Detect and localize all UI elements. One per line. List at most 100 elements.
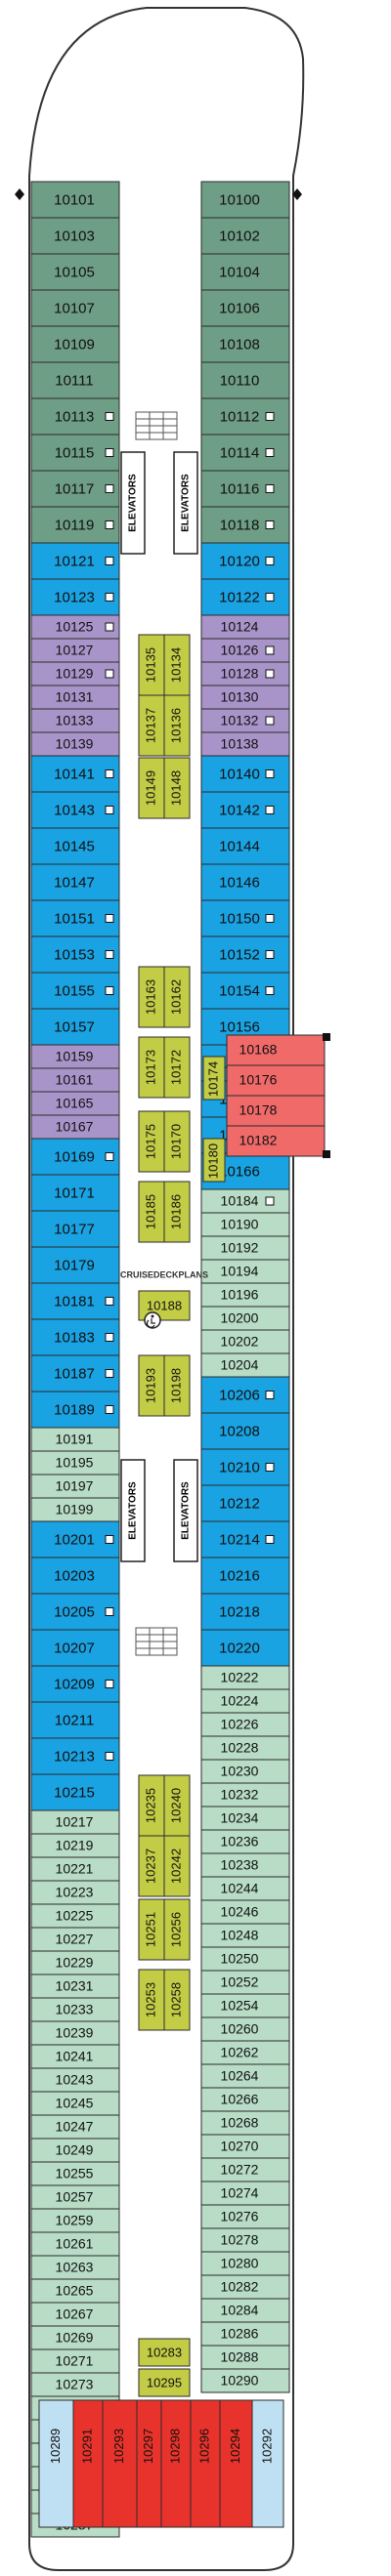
starboard-cabin-10204[interactable]: 10204 [200,1352,290,1378]
aft-suite-10292[interactable]: 10292 [251,2399,284,2528]
port-cabin-10145[interactable]: 10145 [30,827,120,865]
port-cabin-10197[interactable]: 10197 [30,1474,120,1499]
penthouse-suite-10178[interactable]: 10178 [226,1095,326,1127]
starboard-cabin-10138[interactable]: 10138 [200,731,290,757]
starboard-cabin-10264[interactable]: 10264 [200,2063,290,2089]
port-cabin-10243[interactable]: 10243 [30,2067,120,2093]
veranda-suite-10180[interactable]: 10180 [202,1138,226,1183]
starboard-cabin-10226[interactable]: 10226 [200,1712,290,1737]
starboard-cabin-10222[interactable]: 10222 [200,1665,290,1690]
port-cabin-10147[interactable]: 10147 [30,863,120,901]
port-cabin-10131[interactable]: 10131 [30,685,120,710]
port-cabin-10219[interactable]: 10219 [30,1833,120,1858]
aft-suite-10296[interactable]: 10296 [190,2399,221,2528]
port-cabin-10125[interactable]: 10125 [30,614,120,640]
port-cabin-10239[interactable]: 10239 [30,2020,120,2046]
port-cabin-10187[interactable]: 10187 [30,1354,120,1392]
starboard-cabin-10144[interactable]: 10144 [200,827,290,865]
aft-suite-10298[interactable]: 10298 [160,2399,192,2528]
aft-suite-10294[interactable]: 10294 [219,2399,253,2528]
port-cabin-10225[interactable]: 10225 [30,1903,120,1929]
starboard-cabin-10128[interactable]: 10128 [200,661,290,686]
port-cabin-10129[interactable]: 10129 [30,661,120,686]
starboard-cabin-10228[interactable]: 10228 [200,1735,290,1761]
starboard-cabin-10254[interactable]: 10254 [200,1993,290,2018]
starboard-cabin-10106[interactable]: 10106 [200,289,290,327]
port-cabin-10103[interactable]: 10103 [30,217,120,255]
port-cabin-10167[interactable]: 10167 [30,1114,120,1140]
port-cabin-10101[interactable]: 10101 [30,181,120,219]
port-cabin-10127[interactable]: 10127 [30,638,120,663]
port-cabin-10159[interactable]: 10159 [30,1044,120,1069]
starboard-cabin-10108[interactable]: 10108 [200,325,290,363]
port-cabin-10203[interactable]: 10203 [30,1557,120,1595]
starboard-cabin-10202[interactable]: 10202 [200,1329,290,1354]
starboard-cabin-10102[interactable]: 10102 [200,217,290,255]
starboard-cabin-10192[interactable]: 10192 [200,1235,290,1261]
port-cabin-10181[interactable]: 10181 [30,1282,120,1320]
starboard-cabin-10210[interactable]: 10210 [200,1448,290,1486]
starboard-cabin-10150[interactable]: 10150 [200,899,290,937]
starboard-cabin-10224[interactable]: 10224 [200,1688,290,1714]
port-cabin-10227[interactable]: 10227 [30,1927,120,1952]
starboard-cabin-10234[interactable]: 10234 [200,1806,290,1831]
starboard-cabin-10120[interactable]: 10120 [200,542,290,580]
port-cabin-10123[interactable]: 10123 [30,578,120,616]
starboard-cabin-10244[interactable]: 10244 [200,1876,290,1901]
starboard-cabin-10116[interactable]: 10116 [200,470,290,508]
port-cabin-10177[interactable]: 10177 [30,1210,120,1248]
port-cabin-10179[interactable]: 10179 [30,1246,120,1284]
port-cabin-10257[interactable]: 10257 [30,2184,120,2210]
port-cabin-10207[interactable]: 10207 [30,1629,120,1667]
starboard-cabin-10268[interactable]: 10268 [200,2110,290,2136]
port-cabin-10105[interactable]: 10105 [30,253,120,291]
starboard-cabin-10288[interactable]: 10288 [200,2345,290,2370]
starboard-cabin-10190[interactable]: 10190 [200,1212,290,1237]
port-cabin-10215[interactable]: 10215 [30,1773,120,1811]
port-cabin-10141[interactable]: 10141 [30,755,120,793]
port-cabin-10209[interactable]: 10209 [30,1665,120,1703]
starboard-cabin-10270[interactable]: 10270 [200,2134,290,2159]
port-cabin-10171[interactable]: 10171 [30,1174,120,1212]
starboard-cabin-10284[interactable]: 10284 [200,2298,290,2323]
starboard-cabin-10278[interactable]: 10278 [200,2227,290,2253]
starboard-cabin-10110[interactable]: 10110 [200,361,290,399]
port-cabin-10241[interactable]: 10241 [30,2044,120,2069]
port-cabin-10261[interactable]: 10261 [30,2231,120,2257]
starboard-cabin-10118[interactable]: 10118 [200,506,290,544]
port-cabin-10183[interactable]: 10183 [30,1318,120,1356]
port-cabin-10115[interactable]: 10115 [30,434,120,472]
port-cabin-10205[interactable]: 10205 [30,1593,120,1631]
port-cabin-10213[interactable]: 10213 [30,1737,120,1775]
starboard-cabin-10104[interactable]: 10104 [200,253,290,291]
starboard-cabin-10214[interactable]: 10214 [200,1520,290,1558]
starboard-cabin-10232[interactable]: 10232 [200,1782,290,1807]
port-cabin-10249[interactable]: 10249 [30,2138,120,2163]
starboard-cabin-10112[interactable]: 10112 [200,397,290,436]
port-cabin-10267[interactable]: 10267 [30,2302,120,2327]
starboard-cabin-10250[interactable]: 10250 [200,1946,290,1972]
starboard-cabin-10216[interactable]: 10216 [200,1557,290,1595]
port-cabin-10231[interactable]: 10231 [30,1974,120,1999]
aft-suite-10297[interactable]: 10297 [136,2399,162,2528]
starboard-cabin-10194[interactable]: 10194 [200,1259,290,1284]
starboard-cabin-10206[interactable]: 10206 [200,1376,290,1414]
starboard-cabin-10230[interactable]: 10230 [200,1759,290,1784]
veranda-suite-10283[interactable]: 10283 [138,2338,191,2367]
penthouse-suite-10182[interactable]: 10182 [226,1125,326,1157]
starboard-cabin-10260[interactable]: 10260 [200,2016,290,2042]
starboard-cabin-10208[interactable]: 10208 [200,1412,290,1450]
port-cabin-10113[interactable]: 10113 [30,397,120,436]
starboard-cabin-10218[interactable]: 10218 [200,1593,290,1631]
port-cabin-10191[interactable]: 10191 [30,1427,120,1452]
starboard-cabin-10272[interactable]: 10272 [200,2157,290,2182]
port-cabin-10119[interactable]: 10119 [30,506,120,544]
starboard-cabin-10114[interactable]: 10114 [200,434,290,472]
port-cabin-10229[interactable]: 10229 [30,1950,120,1975]
